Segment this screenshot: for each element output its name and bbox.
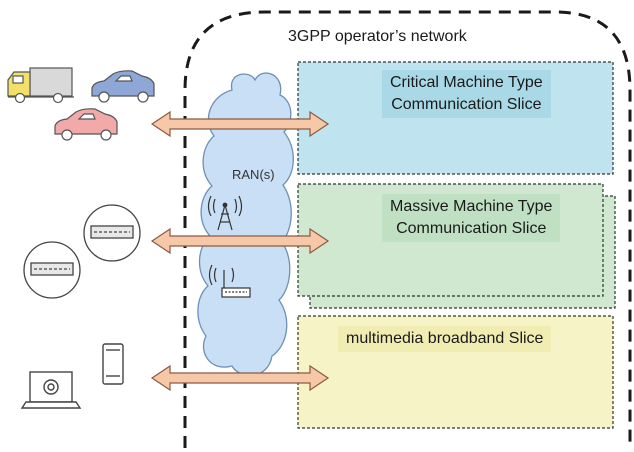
critical-mtc-slice-title: Critical Machine Type Communication Slic… [382, 70, 551, 118]
multimedia-slice-line1: multimedia broadband Slice [346, 330, 544, 347]
red-car-icon [54, 108, 118, 141]
critical-mtc-slice-line2: Communication Slice [391, 96, 542, 113]
critical-mtc-slice-line1: Critical Machine Type [390, 74, 543, 91]
ran-cloud [197, 72, 294, 377]
truck-icon [7, 67, 74, 104]
arrow-multimedia [150, 364, 330, 392]
phone-icon [102, 343, 124, 385]
arrow-massive [150, 227, 330, 255]
massive-mtc-slice-title: Massive Machine Type Communication Slice [382, 194, 561, 242]
router-icon [208, 264, 251, 298]
arrow-critical [150, 110, 330, 138]
massive-mtc-slice-line2: Communication Slice [396, 220, 547, 237]
smart-meter-icon [23, 204, 141, 299]
laptop-icon [20, 371, 82, 409]
blue-car-icon [91, 70, 155, 103]
massive-mtc-slice-line1: Massive Machine Type [390, 198, 553, 215]
operator-network-title: 3GPP operator’s network [288, 28, 467, 45]
operator-network-boundary [183, 10, 632, 448]
ran-label: RAN(s) [232, 167, 275, 182]
antenna-icon [207, 195, 243, 231]
multimedia-slice-title: multimedia broadband Slice [338, 326, 552, 352]
